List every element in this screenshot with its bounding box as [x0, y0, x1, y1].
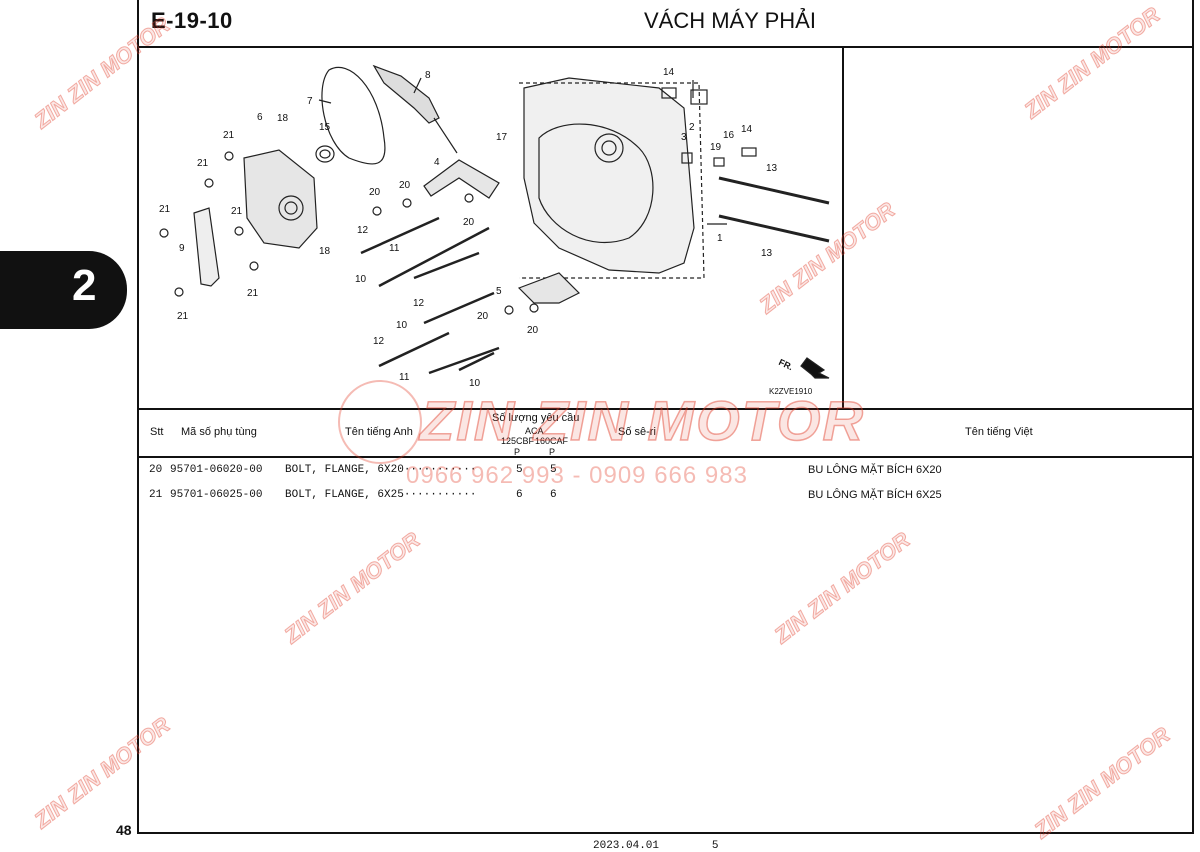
svg-text:11: 11	[399, 372, 410, 383]
header-vietnamese: Tên tiếng Việt	[965, 426, 1033, 438]
svg-text:5: 5	[496, 286, 502, 297]
svg-text:10: 10	[469, 378, 481, 389]
watermark-brand: ZIN ZIN MOTOR	[419, 388, 865, 453]
svg-text:12: 12	[373, 336, 385, 347]
watermark-phone: 0966 962 993 - 0909 666 983	[406, 462, 748, 489]
cell-english: BOLT, FLANGE, 6X20···········	[285, 464, 477, 476]
svg-text:20: 20	[477, 311, 489, 322]
table-row: 21 95701-06025-00 BOLT, FLANGE, 6X25····…	[139, 489, 1192, 509]
header-model-a: 125CBF	[501, 436, 535, 446]
header-qty: Số lượng yêu cầu	[492, 412, 580, 424]
cell-part-no: 95701-06025-00	[170, 489, 263, 501]
header-part-no: Mã số phụ tùng	[181, 426, 257, 438]
svg-text:18: 18	[277, 113, 289, 124]
cell-qty-b: 5	[550, 464, 557, 476]
svg-text:20: 20	[527, 325, 539, 336]
svg-text:9: 9	[179, 243, 185, 254]
header-p-a: P	[514, 447, 521, 457]
cell-qty-a: 5	[516, 464, 523, 476]
svg-text:12: 12	[357, 225, 369, 236]
svg-text:13: 13	[761, 248, 773, 259]
svg-text:21: 21	[177, 311, 189, 322]
side-panel	[844, 48, 1192, 408]
svg-text:21: 21	[223, 130, 235, 141]
svg-text:16: 16	[723, 130, 735, 141]
svg-text:4: 4	[434, 157, 440, 168]
cell-english: BOLT, FLANGE, 6X25···········	[285, 489, 477, 501]
svg-text:12: 12	[413, 298, 425, 309]
direction-label: FR.	[777, 357, 794, 372]
header-serial: Số sê-ri	[618, 426, 656, 438]
figure-code: K2ZVE1910	[769, 387, 813, 396]
svg-text:20: 20	[463, 217, 475, 228]
cell-qty-b: 6	[550, 489, 557, 501]
svg-text:19: 19	[710, 142, 722, 153]
svg-text:20: 20	[369, 187, 381, 198]
page-number: 48	[116, 822, 132, 838]
title-bar: E-19-10 VÁCH MÁY PHẢI	[139, 0, 1192, 48]
page-code: E-19-10	[151, 8, 233, 33]
cell-stt: 21	[149, 489, 163, 501]
section-number: 2	[72, 261, 97, 310]
svg-text:14: 14	[741, 124, 753, 135]
svg-text:17: 17	[496, 132, 508, 143]
cell-qty-a: 6	[516, 489, 523, 501]
section-tab: 2	[0, 251, 127, 329]
page-title: VÁCH MÁY PHẢI	[644, 8, 816, 33]
svg-text:1: 1	[717, 233, 723, 244]
svg-text:10: 10	[355, 274, 367, 285]
svg-text:20: 20	[399, 180, 411, 191]
svg-text:11: 11	[389, 243, 400, 254]
svg-text:18: 18	[319, 246, 331, 257]
svg-text:7: 7	[307, 96, 313, 107]
header-p-b: P	[549, 447, 556, 457]
header-qty-sub: ACA	[525, 426, 544, 436]
footer-date: 2023.04.01 5	[593, 840, 719, 852]
svg-text:15: 15	[319, 122, 331, 133]
svg-text:21: 21	[247, 288, 259, 299]
svg-text:21: 21	[159, 204, 171, 215]
svg-text:21: 21	[197, 158, 209, 169]
svg-text:10: 10	[396, 320, 408, 331]
svg-text:2: 2	[689, 122, 695, 133]
svg-text:21: 21	[231, 206, 243, 217]
table-row: 20 95701-06020-00 BOLT, FLANGE, 6X20····…	[139, 464, 1192, 484]
svg-text:13: 13	[766, 163, 778, 174]
cell-part-no: 95701-06020-00	[170, 464, 263, 476]
catalog-frame: E-19-10 VÁCH MÁY PHẢI	[137, 0, 1194, 834]
header-stt: Stt	[150, 426, 164, 438]
cell-vietnamese: BU LÔNG MẶT BÍCH 6X25	[808, 489, 942, 501]
svg-text:14: 14	[663, 67, 675, 78]
svg-text:8: 8	[425, 70, 431, 81]
svg-text:3: 3	[681, 132, 687, 143]
cell-stt: 20	[149, 464, 163, 476]
svg-text:6: 6	[257, 112, 263, 123]
cell-vietnamese: BU LÔNG MẶT BÍCH 6X20	[808, 464, 942, 476]
watermark-logo-icon	[338, 380, 422, 464]
header-model-b: 160CAF	[535, 436, 569, 446]
